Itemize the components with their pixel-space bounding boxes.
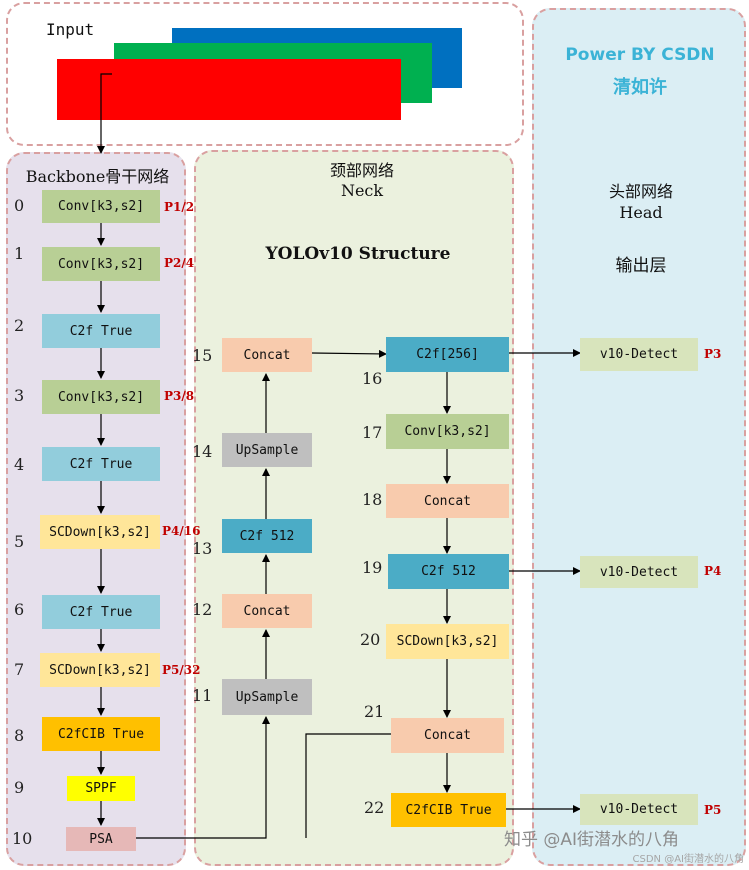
layer-13-index: 13 [192,539,213,558]
layer-10-psa[interactable]: PSA [66,827,136,851]
layer-19-c2f[interactable]: C2f 512 [388,554,509,589]
layer-22-c2fcib[interactable]: C2fCIB True [391,793,506,827]
detect-p4-tag: P4 [704,564,722,578]
layer-14-index: 14 [192,442,213,461]
csdn-watermark: CSDN @AI街潜水的八角 [632,854,744,865]
layer-18-index: 18 [362,490,383,509]
layer-1-conv[interactable]: Conv[k3,s2] [42,247,160,281]
layer-9-index: 9 [14,778,25,797]
detect-head-p4[interactable]: v10-Detect [580,556,698,588]
layer-14-upsample[interactable]: UpSample [222,433,312,467]
watermark-title: Power BY CSDN [565,45,715,65]
layer-20-scdown[interactable]: SCDown[k3,s2] [386,624,509,659]
layer-7-stride-tag: P5/32 [162,663,201,677]
layer-5-stride-tag: P4/16 [162,524,201,538]
layer-2-c2f[interactable]: C2f True [42,314,160,348]
detect-head-p3[interactable]: v10-Detect [580,338,698,371]
layer-16-index: 16 [362,369,383,388]
layer-4-c2f[interactable]: C2f True [42,447,160,481]
layer-11-index: 11 [192,686,213,705]
layer-5-scdown[interactable]: SCDown[k3,s2] [40,515,160,549]
input-red-channel [57,59,401,120]
layer-18-concat[interactable]: Concat [386,484,509,518]
layer-0-index: 0 [14,196,25,215]
layer-21-concat[interactable]: Concat [391,718,504,753]
output-layer-title: 输出层 [615,256,667,276]
layer-21-index: 21 [364,702,385,721]
watermark-author: 清如许 [613,77,667,98]
layer-22-index: 22 [364,798,385,817]
layer-10-index: 10 [12,829,33,848]
layer-13-c2f[interactable]: C2f 512 [222,519,312,553]
layer-1-index: 1 [14,244,25,263]
layer-4-index: 4 [14,455,25,474]
backbone-title: Backbone骨干网络 [25,167,170,186]
layer-3-stride-tag: P3/8 [164,389,195,403]
head-title-en: Head [619,203,663,222]
detect-p5-tag: P5 [704,803,722,817]
layer-0-stride-tag: P1/2 [164,200,195,214]
head-region [532,8,746,866]
detect-head-p5[interactable]: v10-Detect [580,794,698,825]
neck-title-en: Neck [340,181,384,200]
layer-16-c2f[interactable]: C2f[256] [386,337,509,372]
layer-17-conv[interactable]: Conv[k3,s2] [386,414,509,449]
layer-5-index: 5 [14,532,25,551]
layer-3-index: 3 [14,386,25,405]
zhihu-watermark: 知乎 @AI街潜水的八角 [504,830,680,850]
layer-6-index: 6 [14,600,25,619]
layer-7-scdown[interactable]: SCDown[k3,s2] [40,653,160,687]
layer-20-index: 20 [360,630,381,649]
detect-p3-tag: P3 [704,347,722,361]
layer-12-index: 12 [192,600,213,619]
input-label: Input [46,20,95,39]
yolov10-structure-title: YOLOv10 Structure [265,244,451,264]
layer-8-c2fcib[interactable]: C2fCIB True [42,717,160,751]
layer-8-index: 8 [14,726,25,745]
layer-7-index: 7 [14,660,25,679]
head-title-cn: 头部网络 [608,182,673,201]
layer-15-concat[interactable]: Concat [222,338,312,372]
layer-2-index: 2 [14,316,25,335]
layer-3-conv[interactable]: Conv[k3,s2] [42,380,160,414]
layer-12-concat[interactable]: Concat [222,594,312,628]
layer-1-stride-tag: P2/4 [164,256,195,270]
layer-15-index: 15 [192,346,213,365]
layer-9-sppf[interactable]: SPPF [67,776,135,801]
layer-19-index: 19 [362,558,383,577]
input-region [6,2,524,146]
layer-17-index: 17 [362,423,383,442]
neck-title-cn: 颈部网络 [329,161,394,180]
layer-11-upsample[interactable]: UpSample [222,679,312,715]
layer-6-c2f[interactable]: C2f True [42,595,160,629]
layer-0-conv[interactable]: Conv[k3,s2] [42,190,160,223]
